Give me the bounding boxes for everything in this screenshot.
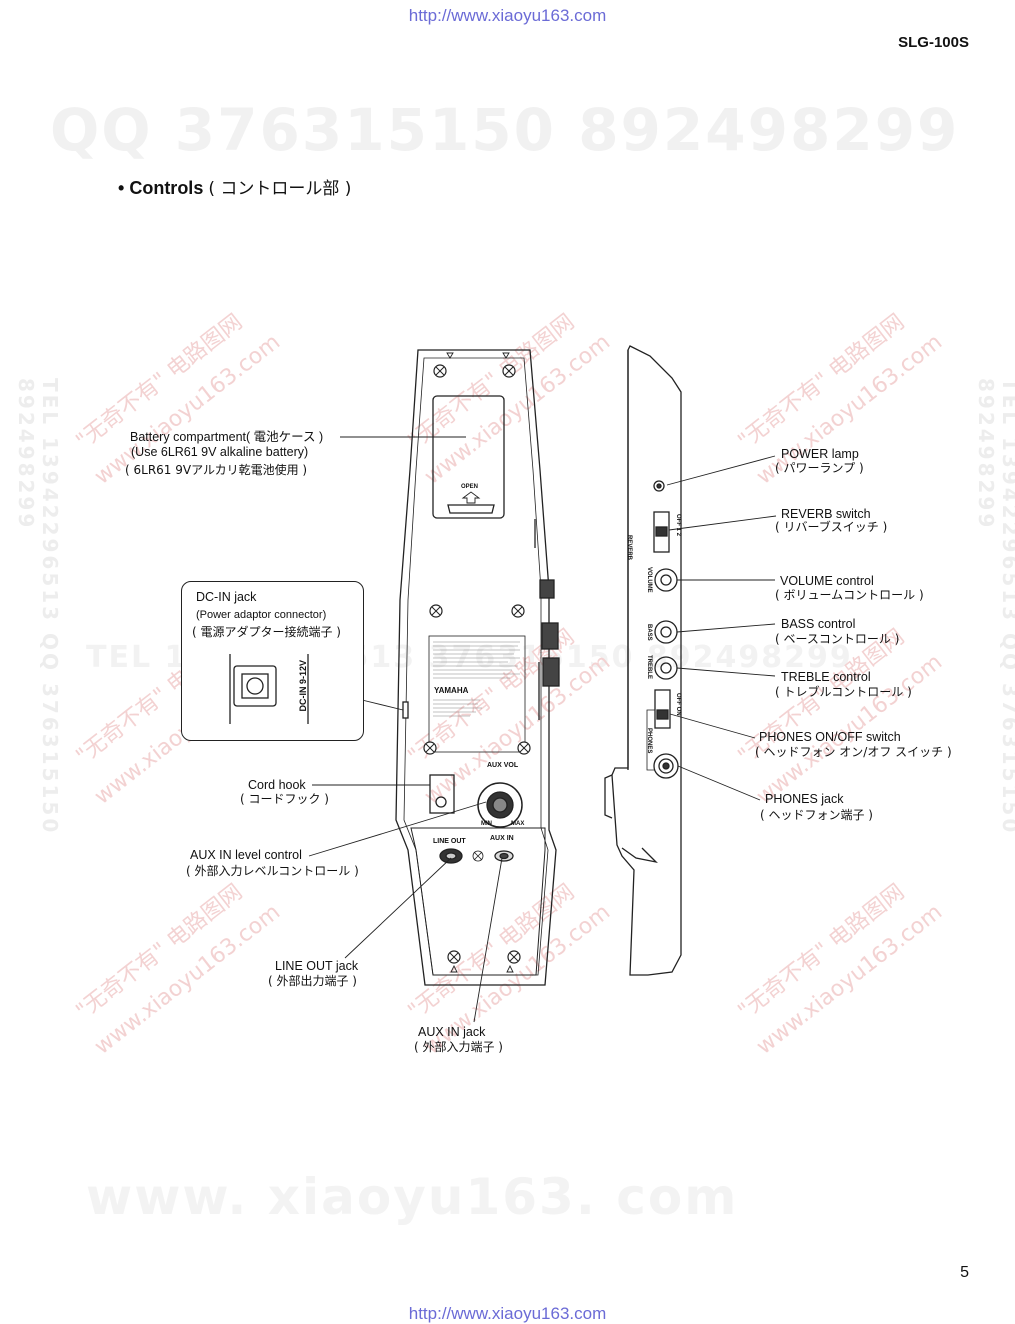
dcin-panel-label: DC-IN 9-12V <box>298 660 308 712</box>
bass-label: BASS control <box>781 617 856 631</box>
dcin-label-jp: ( 電源アダプター接続端子 ) <box>192 625 341 639</box>
page-number: 5 <box>960 1264 969 1281</box>
label-plate <box>428 635 526 753</box>
battery-sublabel: (Use 6LR61 9V alkaline battery) <box>131 445 309 459</box>
volume-knob <box>654 568 678 592</box>
section-title-jp: ( コントロール部 ) <box>208 179 352 199</box>
bass-label-jp: ( ベースコントロール ) <box>775 632 900 646</box>
phones-switch <box>654 689 671 729</box>
treble-label: TREBLE control <box>781 670 871 684</box>
guitar-back-inner <box>403 357 549 976</box>
power-lamp <box>653 480 665 492</box>
aux-level-label-jp: ( 外部入力レベルコントロール ) <box>186 864 359 878</box>
battery-cover <box>432 395 505 519</box>
aux-vol-knob <box>477 782 523 828</box>
bass-knob <box>654 620 678 644</box>
side-phones-label: PHONES <box>646 728 652 754</box>
reverb-label: REVERB switch <box>781 507 871 521</box>
dcin-closeup <box>229 654 309 724</box>
side-volume-label: VOLUME <box>646 567 652 593</box>
treble-label-jp: ( トレブルコントロール ) <box>775 685 912 699</box>
reverb-label-jp: ( リバーブスイッチ ) <box>775 520 888 534</box>
power-lamp-label: POWER lamp <box>781 447 859 461</box>
watermark-qq: QQ 376315150 892498299 <box>50 96 960 164</box>
bullet: • <box>118 178 125 198</box>
line-out-label: LINE OUT jack <box>275 959 359 973</box>
volume-label: VOLUME control <box>780 574 874 588</box>
model-number: SLG-100S <box>898 34 969 51</box>
line-out-label-jp: ( 外部出力端子 ) <box>268 974 357 988</box>
lower-panel <box>410 827 546 976</box>
side-off12-label: OFF 1 2 <box>675 514 681 537</box>
cord-hook <box>429 774 455 814</box>
watermark-bottom: www. xiaoyu163. com <box>86 1168 739 1226</box>
line-out-panel-label: LINE OUT <box>433 838 466 845</box>
side-treble-label: TREBLE <box>646 655 652 679</box>
footer-url[interactable]: http://www.xiaoyu163.com <box>408 1304 607 1323</box>
dcin-sublabel: (Power adaptor connector) <box>196 609 327 621</box>
battery-label: Battery compartment( 電池ケース ) <box>130 430 324 444</box>
aux-in-label: AUX IN jack <box>418 1025 486 1039</box>
side-reverb-label: REVERB <box>626 535 632 561</box>
brand-label: YAMAHA <box>434 686 469 695</box>
watermark-side-left: TEL 13942296513 QQ 376315150 892498299 <box>14 378 62 836</box>
watermark-side-right: TEL 13942296513 QQ 376315150 892498299 <box>974 378 1015 836</box>
power-lamp-label-jp: ( パワーランプ ) <box>775 461 864 475</box>
aux-in-label-jp: ( 外部入力端子 ) <box>414 1040 503 1054</box>
min-label: MIN <box>481 821 492 827</box>
cord-hook-label: Cord hook <box>248 778 306 792</box>
phones-jack-label: PHONES jack <box>765 792 844 806</box>
aux-in-panel-label: AUX IN <box>490 835 514 842</box>
section-heading: • Controls ( コントロール部 ) <box>118 174 351 199</box>
phones-switch-label-jp: ( ヘッドフォン オン/オフ スイッチ ) <box>755 745 952 759</box>
side-bass-label: BASS <box>646 624 652 641</box>
dcin-callout: DC-IN jack (Power adaptor connector) ( 電… <box>181 581 364 741</box>
section-title: Controls <box>129 178 204 198</box>
battery-label-jp: ( 6LR61 9Vアルカリ乾電池使用 ) <box>125 463 308 477</box>
max-label: MAX <box>511 821 525 827</box>
phones-switch-label: PHONES ON/OFF switch <box>759 730 901 744</box>
aux-vol-label: AUX VOL <box>487 762 519 769</box>
side-offon-label: OFF ON <box>675 693 681 716</box>
aux-level-label: AUX IN level control <box>190 848 302 862</box>
guitar-back-outline <box>395 349 557 986</box>
phones-jack-label-jp: ( ヘッドフォン端子 ) <box>760 808 873 822</box>
open-label: OPEN <box>461 484 479 490</box>
dcin-label: DC-IN jack <box>196 590 257 604</box>
reverb-switch <box>653 511 670 553</box>
guitar-side-outline <box>611 345 682 976</box>
cord-hook-label-jp: ( コードフック ) <box>240 792 329 806</box>
header-url[interactable]: http://www.xiaoyu163.com <box>408 6 607 25</box>
volume-label-jp: ( ボリュームコントロール ) <box>775 588 924 602</box>
treble-knob <box>654 656 678 680</box>
